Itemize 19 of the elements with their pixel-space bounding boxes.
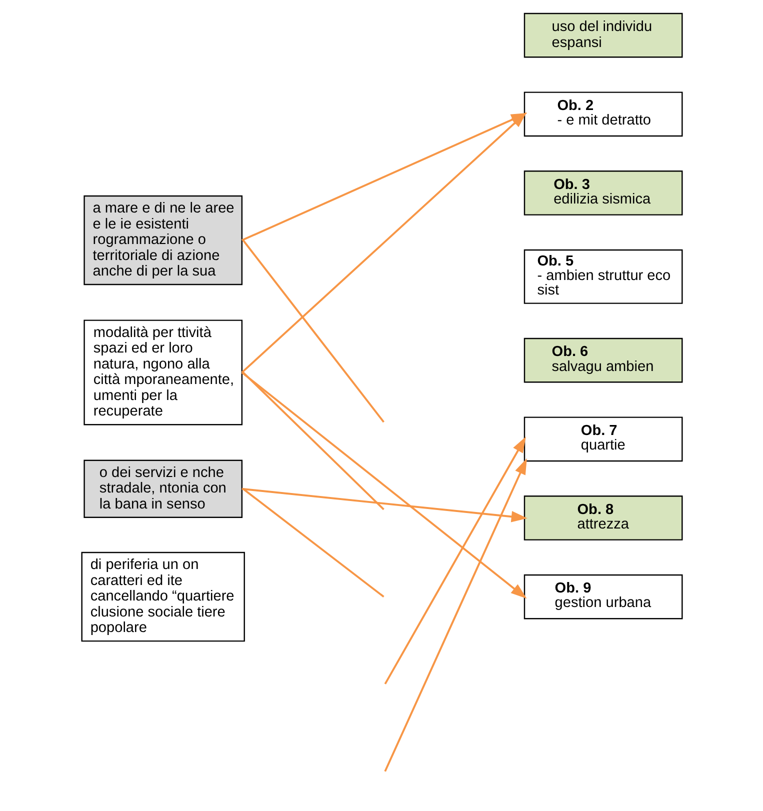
node-box: Ob. 5 - ambien struttur eco sist <box>523 249 682 304</box>
node-box: Ob. 6 salvagu ambien <box>523 338 682 383</box>
node-box: modalità per ttività spazi ed er loro natura, ngono alla città mporaneamente, umenti per la recuperate <box>83 320 242 426</box>
node-box: Ob. 7 quartie <box>523 416 682 462</box>
connector <box>242 488 384 598</box>
connector <box>242 240 384 423</box>
node-box: Ob. 8 attrezza <box>523 496 682 540</box>
arrow <box>240 372 526 599</box>
node-box: o dei servizi e nche stradale, ntonia con la bana in senso <box>83 460 242 518</box>
connector <box>242 372 384 510</box>
node-box: Ob. 3 edilizia sismica <box>523 170 682 216</box>
node-box: Ob. 2 - e mit detratto <box>523 92 682 137</box>
node-box: Ob. 9 gestion urbana <box>523 574 682 620</box>
node-box: di periferia un on caratteri ed ite cancellando “quartiere clusione sociale tiere popolare <box>80 552 244 642</box>
arrow <box>384 436 526 684</box>
arrow <box>241 488 527 522</box>
node-box: uso del individu espansi <box>523 12 682 58</box>
arrow <box>384 458 526 772</box>
node-box: a mare e di ne le aree e le ie esistenti rogrammazione o territoriale di azione anche di per la sua <box>83 195 242 286</box>
